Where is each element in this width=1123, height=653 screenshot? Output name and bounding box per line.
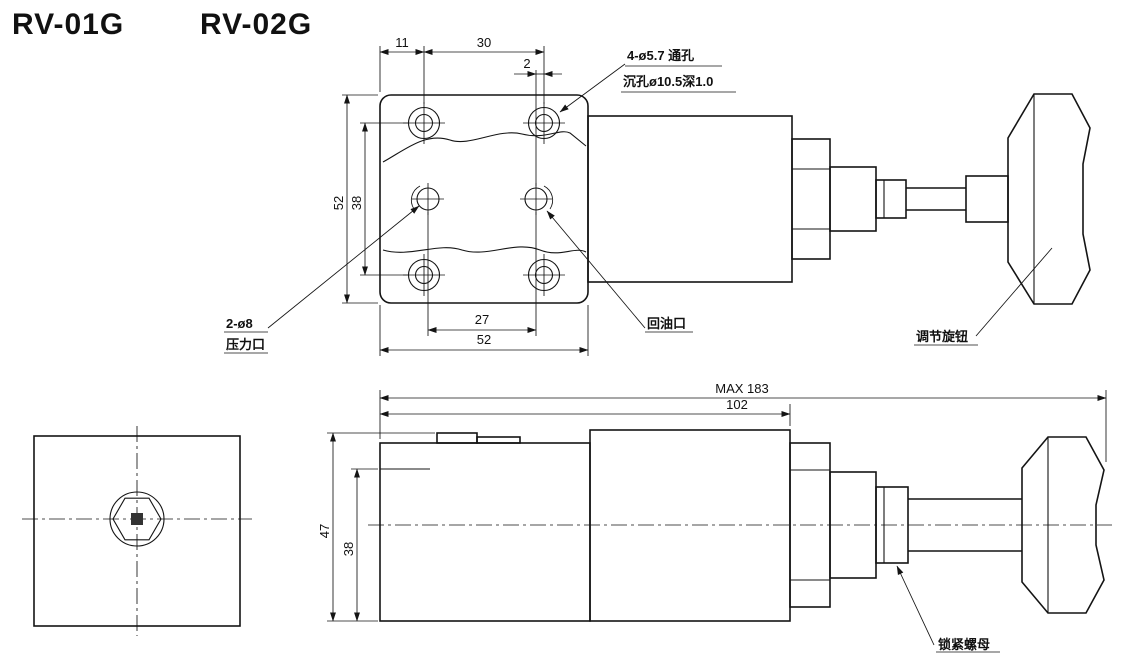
return-port-text: 回油口 — [647, 316, 686, 331]
knob-collar-top — [965, 175, 1009, 223]
dim-11-text: 11 — [395, 35, 409, 50]
dim-102-text: 102 — [726, 397, 748, 412]
label-adjust-knob: 调节旋钮 — [914, 247, 1053, 346]
dim-27-text: 27 — [475, 312, 489, 327]
dim-27-52-bottom: 27 52 — [379, 212, 589, 356]
drawing-title: RV-01G RV-02G — [12, 8, 312, 41]
dim-11-30: 11 30 — [379, 35, 545, 104]
end-view — [22, 426, 252, 636]
lock-nut — [875, 486, 909, 564]
dim-52-left-text: 52 — [331, 196, 346, 210]
dim-47-text: 47 — [317, 524, 332, 538]
stem-nut-top — [875, 179, 907, 219]
dim-max183: MAX 183 — [379, 381, 1107, 462]
stem-cylinder-top — [829, 166, 877, 232]
bolt-hole-top-right — [523, 102, 565, 144]
dim-102: 102 — [379, 397, 791, 426]
mounting-plate-side — [379, 442, 591, 622]
adjust-knob-text: 调节旋钮 — [916, 329, 968, 344]
valve-body-top — [587, 115, 793, 283]
dim-30-text: 30 — [477, 35, 491, 50]
hex-bolt-center-slot — [131, 513, 143, 525]
pressure-port-text-2: 压力口 — [226, 337, 265, 352]
plate-boss-2 — [476, 436, 521, 444]
dim-38-left-text: 38 — [349, 196, 364, 210]
top-view: 11 30 2 52 38 27 — [224, 35, 1091, 356]
dim-38-text: 38 — [341, 542, 356, 556]
bolt-hole-bottom-left — [403, 254, 445, 296]
dim-max183-text: MAX 183 — [715, 381, 768, 396]
casting-line-lower — [382, 246, 587, 254]
hex-section-top — [791, 138, 831, 260]
dim-2: 2 — [514, 56, 562, 186]
model-name-1: RV-01G — [12, 8, 124, 41]
label-return-port: 回油口 — [546, 210, 693, 333]
valve-body-side — [589, 429, 791, 622]
bolt-hole-top-left — [403, 102, 445, 144]
dim-47-38: 47 38 — [317, 432, 435, 622]
dim-2-text: 2 — [523, 56, 530, 71]
label-pressure-port: 2-ø8 压力口 — [224, 205, 420, 354]
pressure-port-hole — [410, 183, 444, 215]
label-mounting-holes: 4-ø5.7 通孔 沉孔ø10.5深1.0 — [559, 48, 736, 113]
adjustment-knob-top — [1007, 93, 1091, 305]
bolt-hole-bottom-right — [523, 254, 565, 296]
end-view-hex-bolt — [109, 491, 165, 547]
plate-boss-1 — [436, 432, 478, 444]
dim-52-bottom-text: 52 — [477, 332, 491, 347]
lock-nut-text: 锁紧螺母 — [938, 637, 990, 652]
stem-shaft-top — [906, 187, 966, 211]
mounting-holes-text-1: 4-ø5.7 通孔 — [627, 48, 694, 63]
return-port-hole — [520, 183, 554, 215]
pressure-port-text-1: 2-ø8 — [226, 316, 253, 331]
label-lock-nut: 锁紧螺母 — [896, 565, 1000, 653]
mounting-holes-text-2: 沉孔ø10.5深1.0 — [623, 74, 713, 89]
dim-52-38-left: 52 38 — [331, 94, 408, 304]
casting-line-upper — [382, 131, 587, 163]
side-view: MAX 183 102 47 38 锁紧螺母 — [317, 381, 1112, 653]
adjustment-knob-side — [1021, 436, 1105, 614]
stem-shaft-side — [908, 498, 1022, 552]
model-name-2: RV-02G — [200, 8, 312, 41]
